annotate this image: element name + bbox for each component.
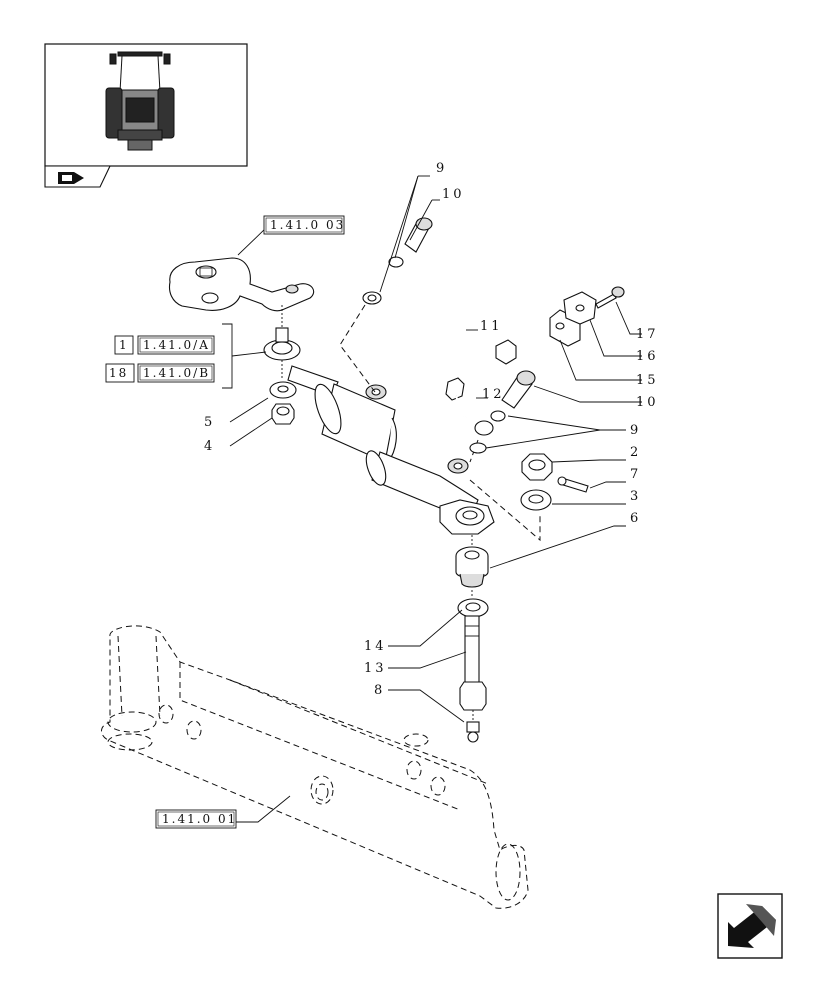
ref-b-text: 1.41.0/B (143, 366, 210, 380)
ref-box-a[interactable]: 1 1.41.0/A (114, 335, 215, 355)
steering-arm (168, 227, 315, 312)
ref-b-number: 18 (109, 366, 128, 380)
ref-box-axle[interactable]: 1.41.0 01 (155, 809, 237, 829)
ref-box-upper-arm[interactable]: 1.41.0 03 (263, 215, 345, 235)
callout-10-top: 10 (442, 187, 465, 202)
washer-3 (520, 489, 552, 511)
ref-a-text: 1.41.0/A (143, 338, 210, 352)
grease-nipple-8 (466, 721, 480, 743)
tractor-thumbnail[interactable] (44, 43, 248, 167)
pipe-12 (445, 377, 494, 454)
pin-13 (459, 615, 487, 711)
bush-6 (455, 546, 489, 588)
callout-3: 3 (630, 489, 641, 504)
bolt-17 (595, 286, 625, 309)
callout-12: 12 (482, 387, 505, 402)
nut-2 (521, 453, 553, 481)
callout-17: 17 (636, 327, 659, 342)
washer-14 (457, 598, 489, 618)
washer-5 (269, 381, 297, 399)
callout-9-top: 9 (436, 161, 447, 176)
bracket-15-16 (549, 291, 597, 347)
nut-4 (271, 403, 295, 425)
callout-8: 8 (374, 683, 385, 698)
ref-upper-arm-text: 1.41.0 03 (270, 218, 345, 232)
callout-2: 2 (630, 445, 641, 460)
callout-16: 16 (636, 349, 659, 364)
callout-15: 15 (636, 373, 659, 388)
split-pin-7 (557, 476, 589, 493)
front-axle (101, 625, 529, 909)
callout-14: 14 (364, 639, 387, 654)
steering-cylinder (287, 365, 495, 535)
fitting-9-10-top (388, 217, 433, 268)
book-reference-icon[interactable] (44, 165, 111, 188)
pipe-11 (362, 284, 517, 365)
fitting-10-right (490, 370, 536, 422)
callout-10-right: 10 (636, 395, 659, 410)
previous-page-arrow-icon[interactable] (717, 893, 783, 959)
callout-4: 4 (204, 439, 215, 454)
callout-11: 11 (480, 319, 503, 334)
callout-5: 5 (204, 415, 215, 430)
callout-9-right: 9 (630, 423, 641, 438)
ball-joint-left (263, 327, 301, 361)
ref-a-number: 1 (119, 338, 129, 352)
callout-6: 6 (630, 511, 641, 526)
callout-7: 7 (630, 467, 641, 482)
ref-box-b[interactable]: 18 1.41.0/B (105, 363, 215, 383)
ref-axle-text: 1.41.0 01 (162, 812, 237, 826)
callout-13: 13 (364, 661, 387, 676)
